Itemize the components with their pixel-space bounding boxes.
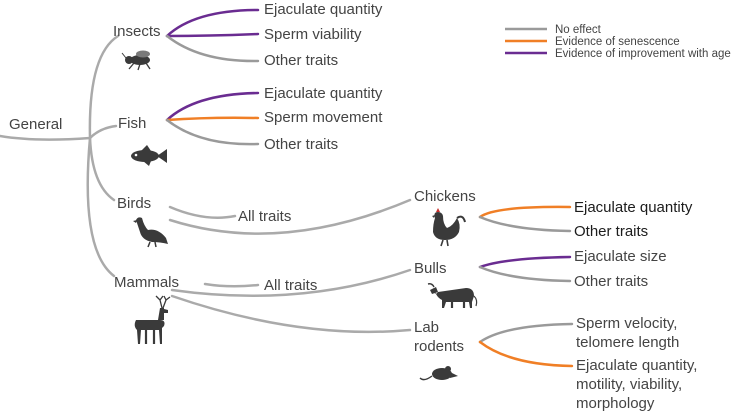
trait-label-insects-other: Other traits [264,52,338,69]
fish-icon [131,145,167,166]
trait-line-insects-other [165,34,260,63]
trait-line-rodents-quantity [478,340,574,368]
group-label-insects: Insects [113,23,161,40]
trait-label-fish-ejaculate: Ejaculate quantity [264,85,383,102]
group-label-birds: Birds [117,195,151,212]
branch-birds-all-traits [168,205,237,219]
trait-line-insects-ejaculate [165,8,260,38]
chicken-icon [432,208,466,247]
branch-root [0,134,92,141]
trait-label-chickens-other: Other traits [574,223,648,240]
trait-line-bulls-other [478,265,572,283]
trait-line-fish-other [165,118,260,146]
trait-line-fish-movement [165,116,260,122]
tree-branches [0,34,412,334]
branch-mammals-bulls [170,268,412,298]
deer-icon [134,295,171,344]
subgroup-label-chickens: Chickens [414,188,476,205]
bird-icon [133,217,168,248]
trait-label-insects-viability: Sperm viability [264,26,362,43]
legend-label-improvement: Evidence of improvement with age [555,48,731,60]
trait-label-fish-other: Other traits [264,136,338,153]
trait-label-rodents-velocity-line2: telomere length [576,334,679,351]
trait-lines [165,8,574,368]
trait-label-rodents-quantity-line3: morphology [576,395,655,412]
subgroup-label-bulls: Bulls [414,260,447,277]
mouse-icon [419,366,458,381]
trait-label-bulls-size: Ejaculate size [574,248,667,265]
subgroup-label-rodents-line2: rodents [414,338,464,355]
branch-birds [88,136,116,202]
legend: No effect Evidence of senescence Evidenc… [505,24,731,60]
mammals-all-traits-label: All traits [264,277,317,294]
insect-icon [121,50,151,71]
trait-label-bulls-other: Other traits [574,273,648,290]
trait-label-fish-movement: Sperm movement [264,109,383,126]
root-label: General [9,116,62,133]
branch-birds-chickens [168,198,412,235]
subgroup-label-rodents-line1: Lab [414,319,439,336]
branch-fish [88,124,118,140]
trait-label-rodents-velocity-line1: Sperm velocity, [576,315,677,332]
group-label-mammals: Mammals [114,274,179,291]
trait-line-chickens-ejaculate [478,205,572,219]
legend-label-no-effect: No effect [555,24,602,36]
branch-mammals-all-traits [203,282,260,288]
trait-line-rodents-velocity [478,322,574,344]
trait-line-bulls-size [478,255,572,269]
branch-insects [88,34,120,140]
trait-line-chickens-other [478,215,572,233]
trait-label-rodents-quantity-line2: motility, viability, [576,376,682,393]
trait-label-rodents-quantity-line1: Ejaculate quantity, [576,357,697,374]
trait-label-chickens-ejaculate: Ejaculate quantity [574,199,693,216]
branch-mammals [86,136,116,278]
legend-label-senescence: Evidence of senescence [555,36,680,48]
branch-mammals-rodents [170,294,412,334]
trait-label-insects-ejaculate: Ejaculate quantity [264,1,383,18]
trait-line-insects-viability [165,32,260,38]
group-label-fish: Fish [118,115,146,132]
birds-all-traits-label: All traits [238,208,291,225]
bull-icon [427,283,478,308]
trait-line-fish-ejaculate [165,91,260,122]
